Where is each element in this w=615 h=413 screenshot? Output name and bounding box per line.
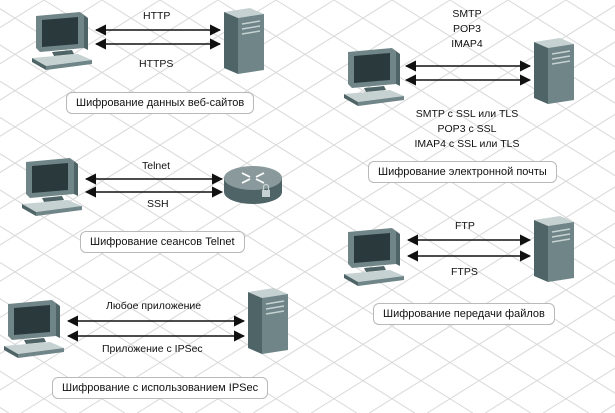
server-icon [248, 288, 288, 354]
ftp-caption: Шифрование передачи файлов [373, 303, 555, 325]
web-caption: Шифрование данных веб-сайтов [66, 92, 255, 114]
ftp-encrypted-label: FTPS [451, 266, 478, 278]
workstation-icon [4, 300, 64, 358]
server-icon [534, 38, 574, 104]
web-unencrypted-label: HTTP [143, 10, 171, 22]
ftp-unencrypted-label: FTP [455, 220, 475, 232]
email-encrypted-label-2: POP3 с SSL [437, 123, 497, 135]
server-icon [534, 216, 574, 282]
email-encrypted-label-1: SMTP с SSL или TLS [415, 108, 519, 120]
ipsec-unencrypted-label: Любое приложение [106, 300, 202, 312]
telnet-caption: Шифрование сеансов Telnet [80, 231, 245, 253]
workstation-icon [344, 228, 404, 286]
email-unencrypted-label-2: POP3 [452, 23, 481, 35]
server-icon [224, 8, 264, 74]
workstation-icon [344, 48, 404, 106]
workstation-icon [32, 12, 92, 70]
workstation-icon [22, 158, 82, 216]
ipsec-encrypted-label: Приложение с IPSec [102, 343, 203, 355]
email-unencrypted-label-1: SMTP [452, 8, 482, 20]
email-unencrypted-label-3: IMAP4 [451, 38, 483, 50]
email-caption: Шифрование электронной почты [368, 161, 557, 183]
web-encrypted-label: HTTPS [139, 58, 174, 70]
ipsec-caption: Шифрование с использованием IPSec [52, 377, 269, 399]
telnet-unencrypted-label: Telnet [142, 160, 171, 172]
email-encrypted-label-3: IMAP4 с SSL или TLS [414, 138, 520, 150]
router-icon [224, 166, 282, 204]
telnet-encrypted-label: SSH [147, 198, 169, 210]
